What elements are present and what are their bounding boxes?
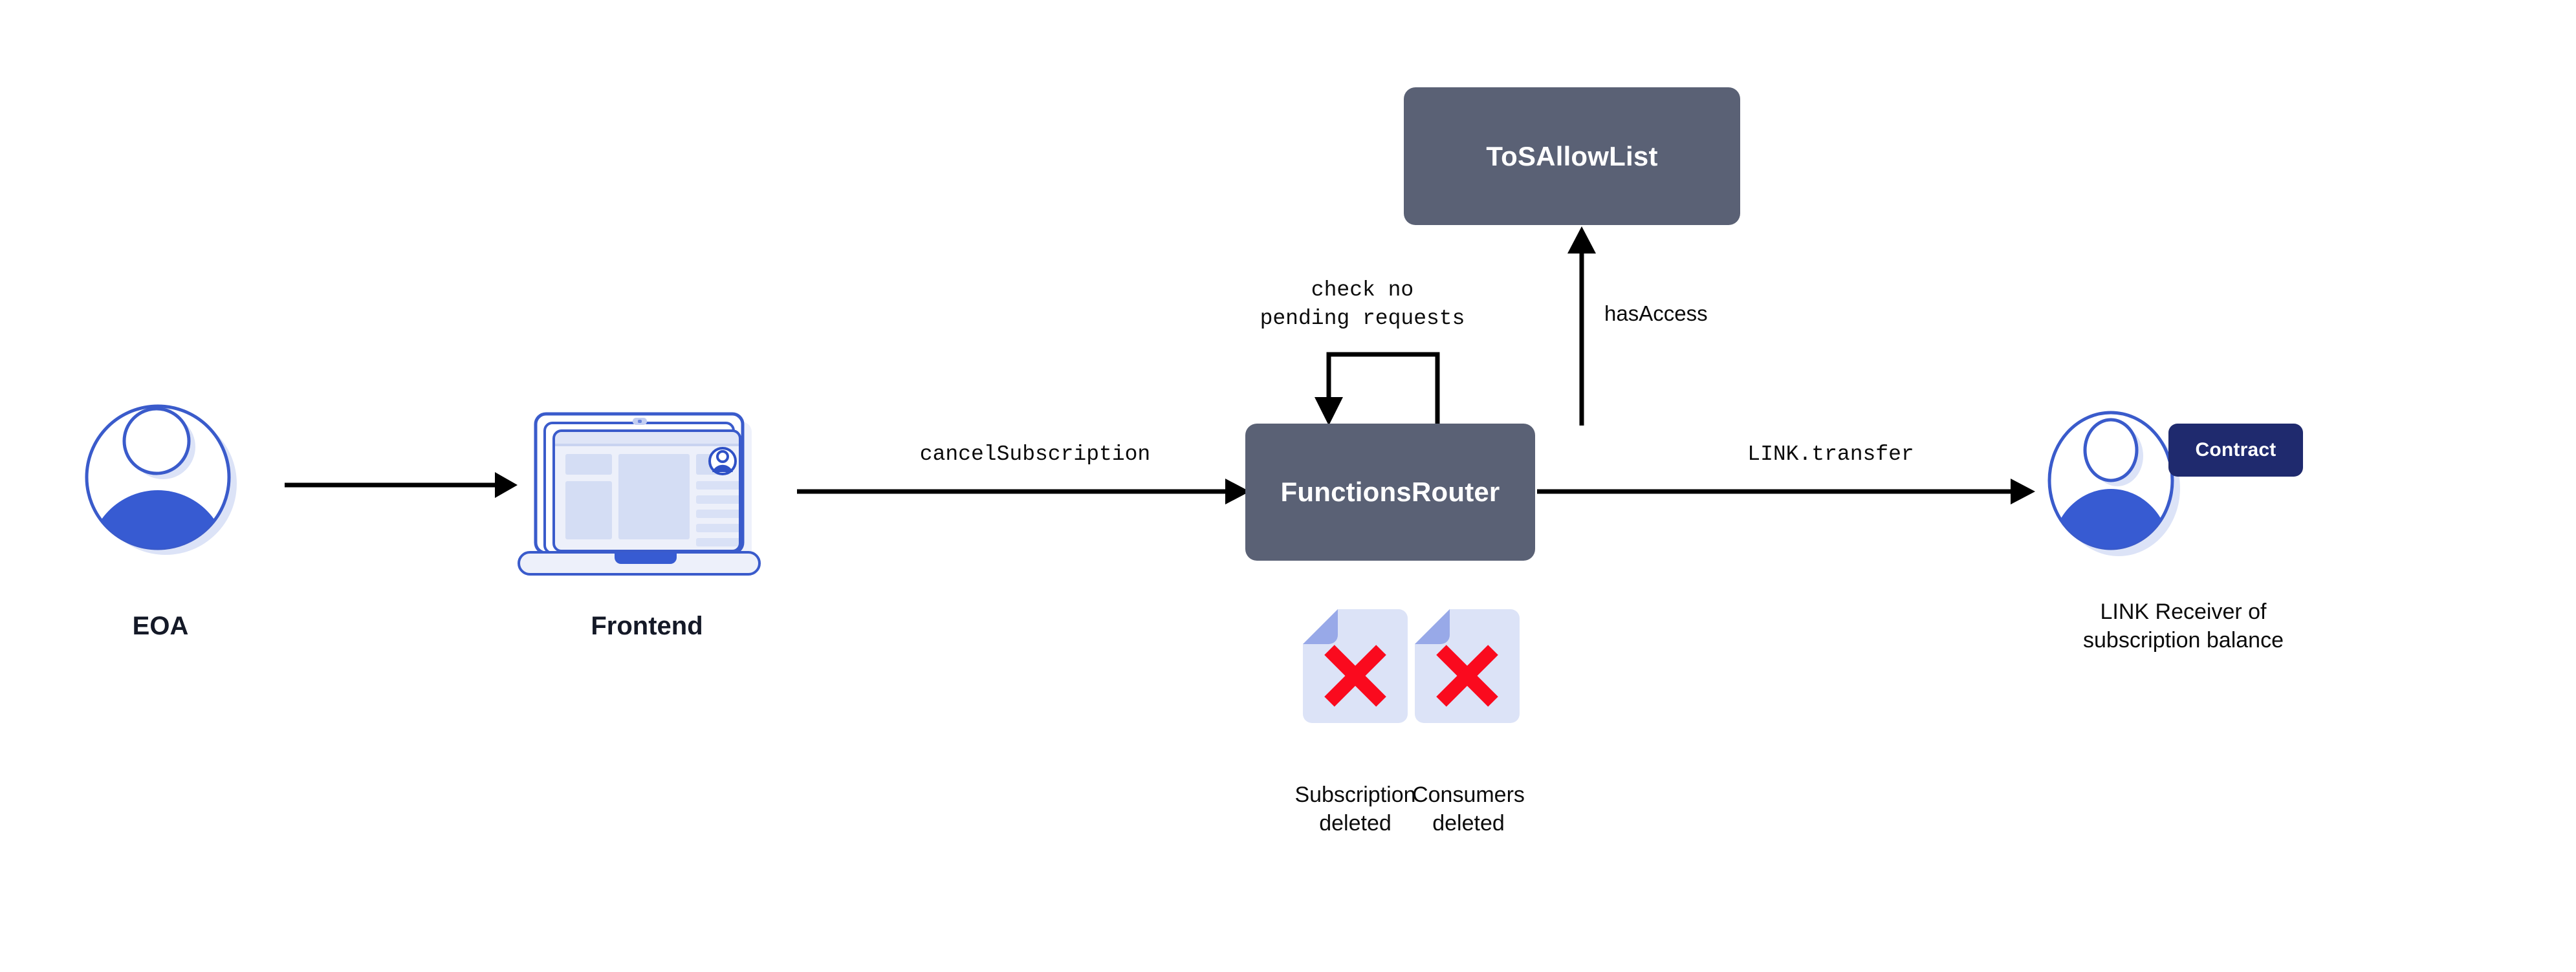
link-receiver-avatar-icon [2047, 411, 2180, 556]
edge-label-check-no-pending-requests-line1: check no [1311, 278, 1414, 302]
arrow-frontend-to-router [797, 479, 1250, 504]
functions-router-label: FunctionsRouter [1280, 477, 1500, 507]
contract-label: Contract [2195, 439, 2276, 460]
arrow-router-to-receiver [1537, 479, 2035, 504]
link-receiver-label-line1: LINK Receiver of [2100, 599, 2267, 624]
arrow-router-self-loop [1315, 352, 1440, 430]
consumers-deleted-label-line1: Consumers [1412, 783, 1525, 807]
edge-label-cancel-subscription: cancelSubscription [919, 442, 1151, 466]
tos-allow-list-node[interactable]: ToSAllowList [1404, 87, 1740, 225]
frontend-laptop-icon [518, 412, 761, 576]
consumers-deleted-label-line2: deleted [1432, 811, 1505, 836]
edge-label-link-transfer: LINK.transfer [1747, 442, 1914, 466]
frontend-label: Frontend [591, 612, 703, 640]
edge-label-has-access: hasAccess [1604, 301, 1708, 325]
eoa-label: EOA [132, 612, 189, 640]
subscription-deleted-label-line2: deleted [1319, 811, 1392, 836]
link-receiver-label-line2: subscription balance [2083, 628, 2284, 653]
arrow-router-to-tosallowlist [1567, 226, 1596, 426]
consumers-deleted-document-x-icon [1415, 609, 1520, 723]
subscription-deleted-document-x-icon [1303, 609, 1408, 723]
edge-label-check-no-pending-requests-line2: pending requests [1260, 307, 1465, 330]
eoa-avatar-icon [85, 404, 237, 555]
functions-router-node[interactable]: FunctionsRouter [1245, 424, 1535, 561]
tos-allow-list-label: ToSAllowList [1486, 140, 1658, 171]
contract-node[interactable]: Contract [2168, 424, 2303, 477]
arrow-eoa-to-frontend [285, 472, 518, 498]
subscription-deleted-label-line1: Subscription [1294, 783, 1416, 807]
